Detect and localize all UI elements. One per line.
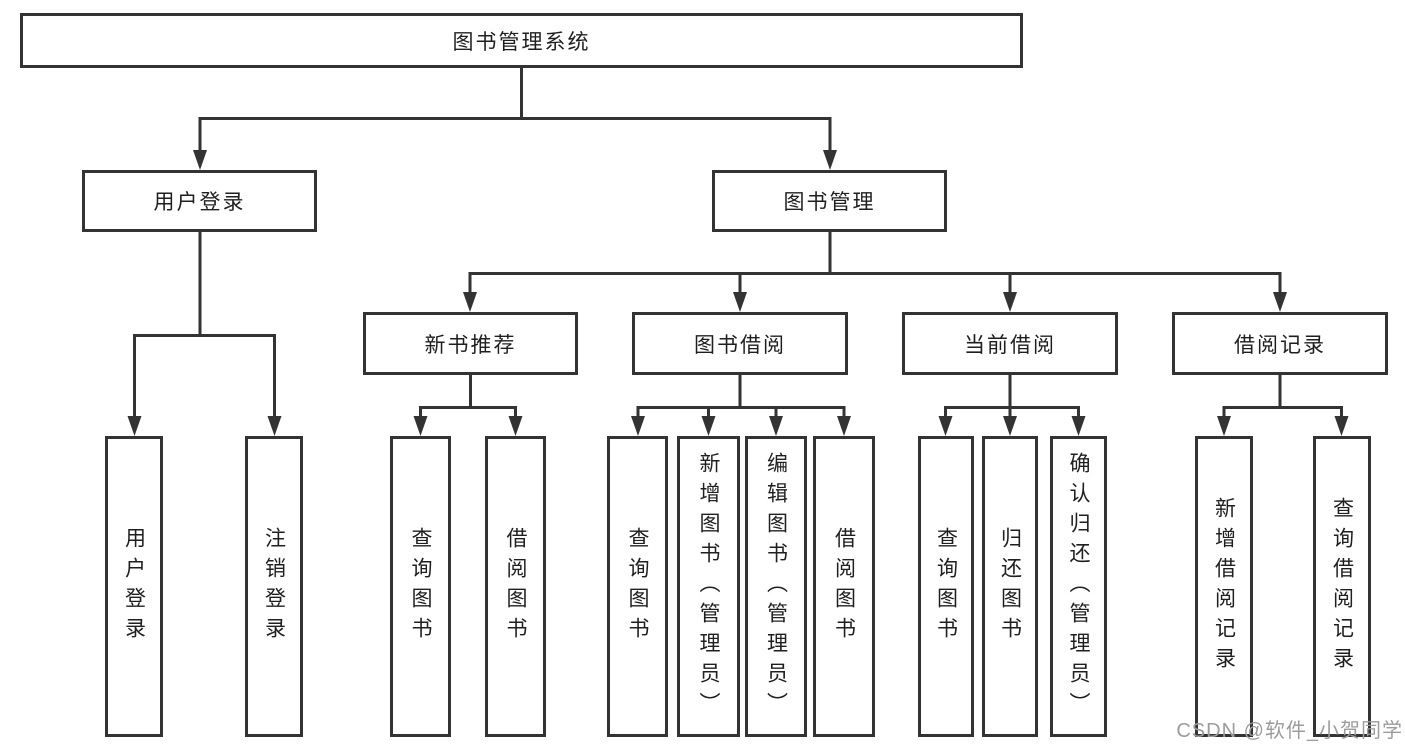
leaf-logout: 注销登录 [245, 436, 303, 737]
leaf-edit-books-admin: 编辑图书（管理员） [745, 436, 807, 737]
leaf-confirm-return-admin: 确认归还（管理员） [1050, 436, 1107, 737]
leaf-label: 确认归还（管理员） [1067, 451, 1091, 722]
leaf-label: 注销登录 [262, 526, 286, 647]
node-label: 借阅记录 [1234, 333, 1326, 357]
leaf-label: 用户登录 [122, 526, 146, 647]
leaf-label: 借阅图书 [832, 526, 856, 647]
leaf-borrow-books-newrec: 借阅图书 [485, 436, 546, 737]
leaf-label: 新增图书（管理员） [697, 451, 721, 722]
node-label: 图书管理系统 [452, 30, 591, 54]
leaf-return-books: 归还图书 [982, 436, 1038, 737]
node-label: 用户登录 [153, 191, 246, 214]
node-label: 新书推荐 [424, 333, 517, 357]
node-current-borrowing: 当前借阅 [902, 312, 1118, 375]
node-label: 图书借阅 [694, 333, 786, 357]
leaf-user-login: 用户登录 [105, 436, 163, 737]
node-user-login: 用户登录 [82, 170, 317, 232]
leaf-label: 借阅图书 [504, 526, 528, 647]
node-label: 当前借阅 [964, 333, 1056, 357]
csdn-watermark: CSDN @软件_小贺同学 [1176, 720, 1403, 742]
leaf-label: 新增借阅记录 [1212, 496, 1236, 677]
node-borrowing-records: 借阅记录 [1172, 312, 1388, 375]
leaf-label: 查询图书 [934, 526, 958, 647]
leaf-query-books-newrec: 查询图书 [390, 436, 451, 737]
leaf-label: 归还图书 [998, 526, 1022, 647]
leaf-label: 查询图书 [409, 526, 433, 647]
node-new-book-recommend: 新书推荐 [363, 312, 578, 375]
leaf-borrow-books-borrow: 借阅图书 [813, 436, 875, 737]
node-book-management: 图书管理 [712, 170, 947, 232]
leaf-query-borrow-record: 查询借阅记录 [1313, 436, 1371, 737]
node-library-management-system: 图书管理系统 [20, 13, 1023, 68]
leaf-label: 查询借阅记录 [1330, 496, 1354, 677]
leaf-query-books-current: 查询图书 [918, 436, 974, 737]
leaf-label: 查询图书 [626, 526, 650, 647]
leaf-query-books-borrow: 查询图书 [607, 436, 668, 737]
node-label: 图书管理 [783, 191, 876, 214]
node-book-borrowing: 图书借阅 [632, 312, 848, 375]
leaf-add-books-admin: 新增图书（管理员） [677, 436, 740, 737]
leaf-add-borrow-record: 新增借阅记录 [1195, 436, 1253, 737]
leaf-label: 编辑图书（管理员） [764, 451, 788, 722]
